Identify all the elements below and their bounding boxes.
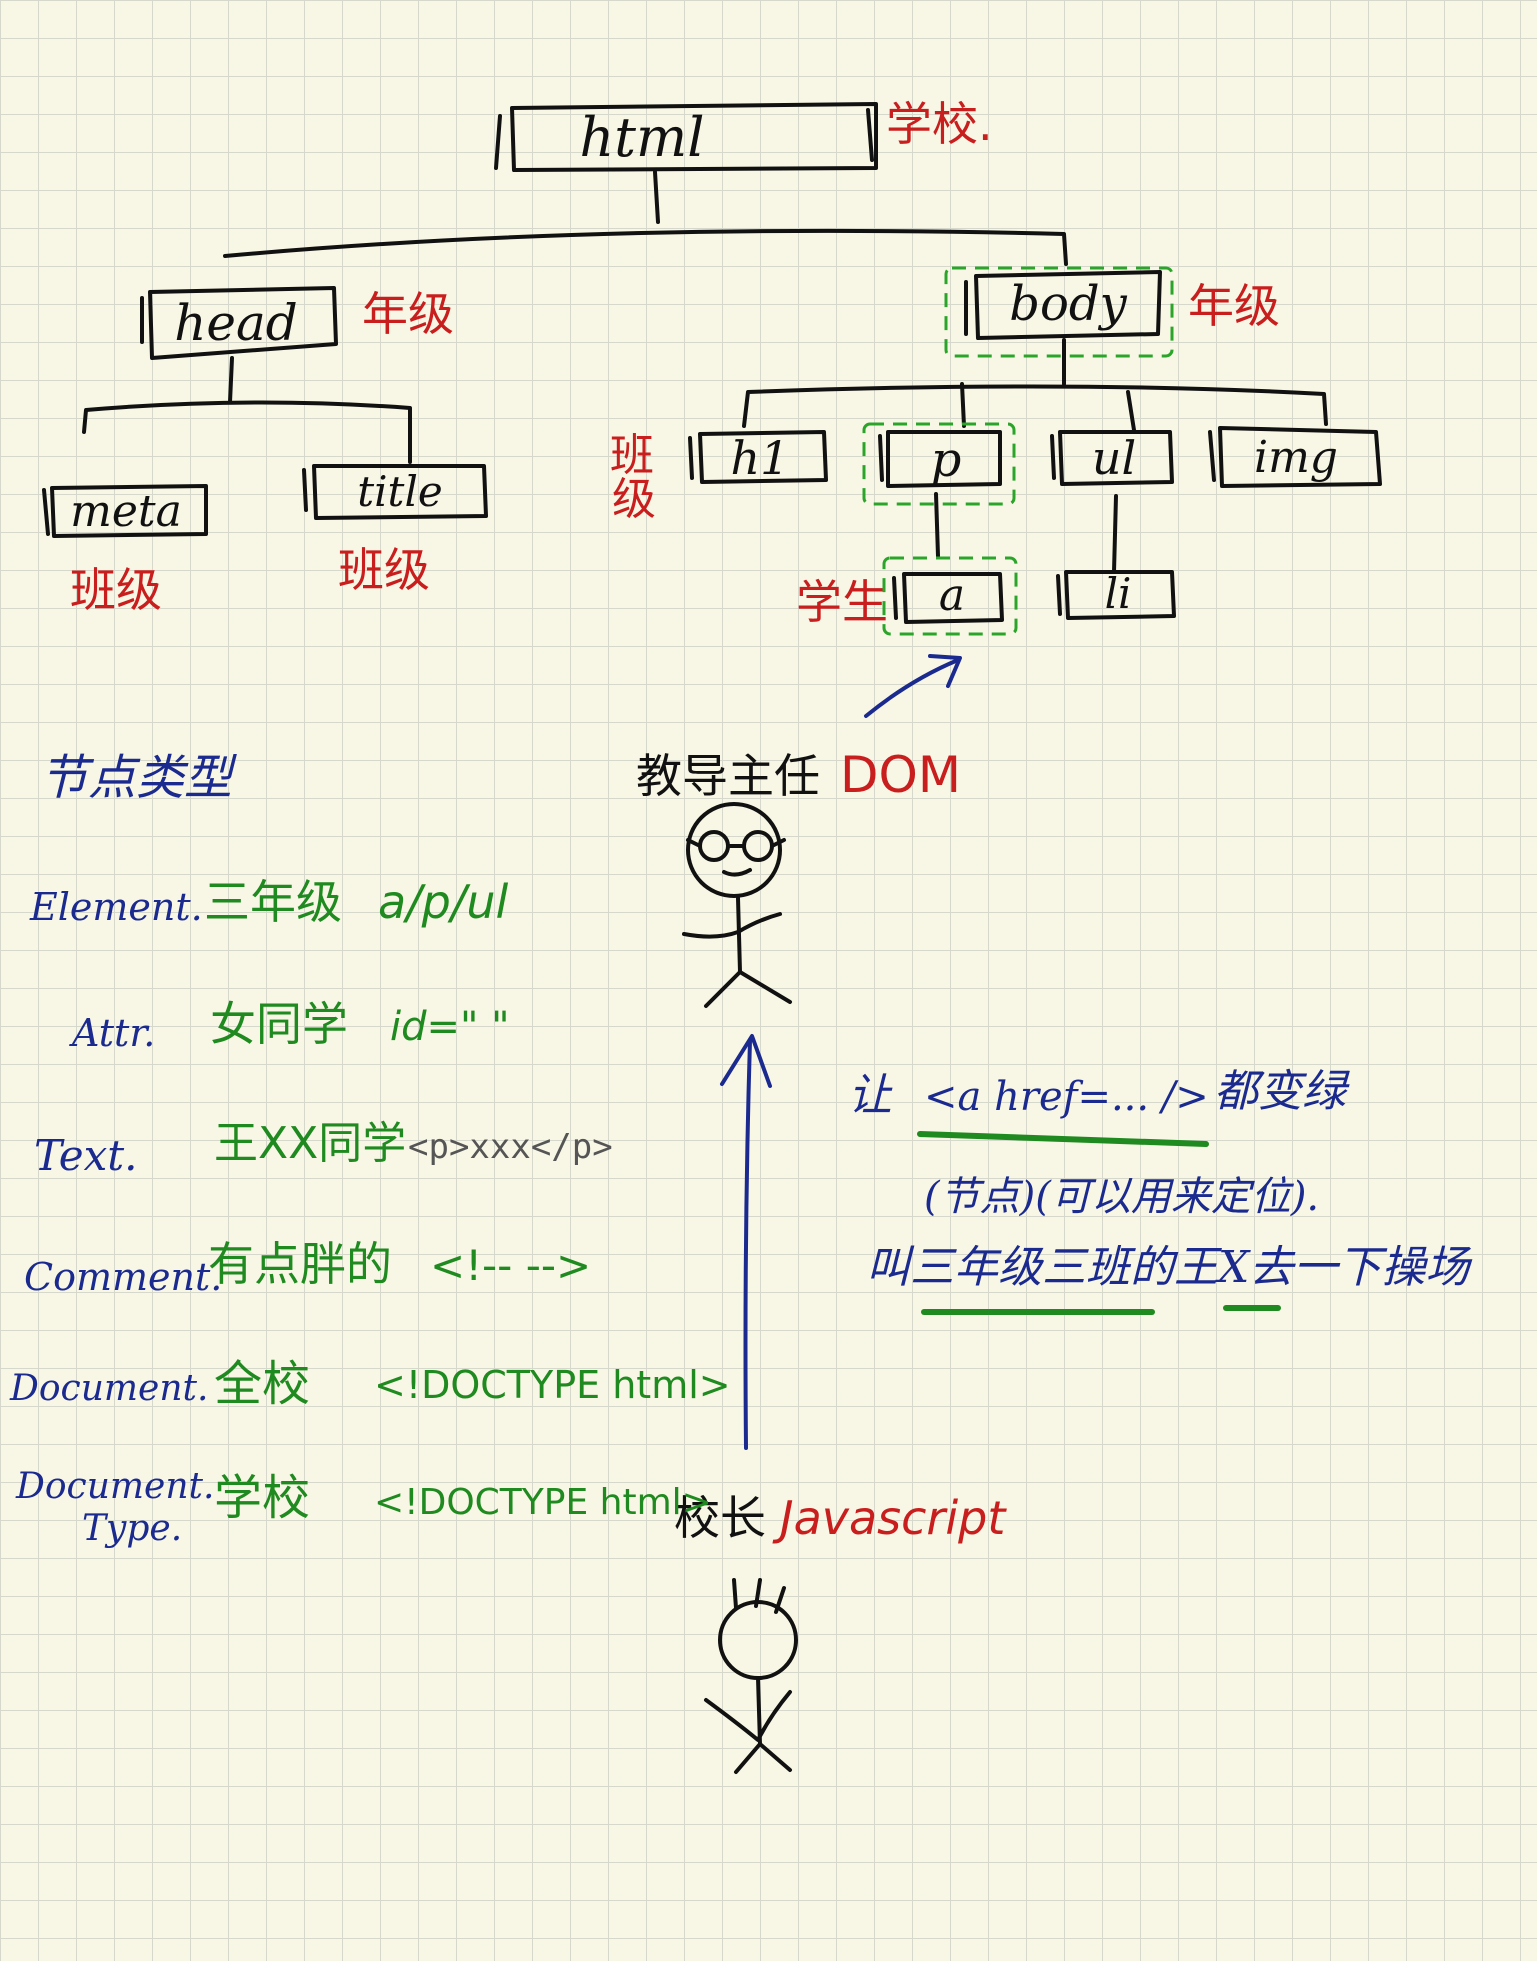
label-meta-class: 班级 [70, 563, 162, 617]
tree-connectors [82, 170, 1328, 574]
label-body-grade: 年级 [1188, 279, 1280, 333]
principal-label: 校长 [674, 1491, 766, 1545]
teacher-label: 教导主任 [636, 749, 820, 803]
instruction-block: 让 <a href=... /> 都变绿 (节点)(可以用来定位). 叫三年级三… [848, 1066, 1473, 1315]
node-p: p [862, 422, 1016, 506]
node-head-label: head [174, 294, 298, 352]
node-h1: h1 [688, 430, 828, 485]
node-type-documenttype-name-2: Type. [82, 1508, 182, 1549]
node-type-attr-example: id=" " [390, 1004, 510, 1050]
node-p-label: p [931, 432, 962, 488]
node-type-text-name: Text. [34, 1131, 138, 1180]
node-type-attr-desc: 女同学 [210, 997, 348, 1051]
node-meta-label: meta [70, 486, 182, 537]
node-type-comment-name: Comment. [24, 1255, 222, 1299]
node-h1-label: h1 [731, 431, 790, 485]
node-html: html [494, 102, 878, 172]
node-type-text: Text. 王XX同学 <p>xxx</p> [34, 1118, 613, 1180]
teacher-figure [682, 802, 792, 1008]
node-head: head [140, 286, 338, 360]
node-type-element-name: Element. [29, 885, 203, 929]
node-ul: ul [1050, 430, 1174, 486]
node-ul-label: ul [1092, 431, 1136, 485]
node-type-document-name: Document. [9, 1368, 208, 1409]
instruction-let: 让 [848, 1070, 893, 1121]
node-type-documenttype-example: <!DOCTYPE html> [374, 1482, 712, 1523]
node-html-label: html [580, 106, 705, 169]
node-type-comment-example: <!-- --> [430, 1241, 591, 1290]
node-meta: meta [42, 484, 208, 538]
node-type-document: Document. 全校 <!DOCTYPE html> [9, 1356, 731, 1412]
body-highlight [944, 266, 1174, 358]
node-type-document-desc: 全校 [214, 1356, 310, 1412]
node-type-element-example: a/p/ul [378, 875, 509, 929]
node-img: img [1208, 426, 1382, 488]
label-title-class: 班级 [338, 543, 430, 597]
node-body: body [944, 266, 1174, 358]
arrow-js-to-dom [720, 1034, 772, 1450]
node-type-documenttype-desc: 学校 [214, 1470, 310, 1526]
node-a-label: a [939, 570, 965, 621]
node-type-comment-desc: 有点胖的 [208, 1237, 392, 1291]
instruction-turn-green: 都变绿 [1214, 1066, 1350, 1117]
node-type-documenttype-name-1: Document. [15, 1466, 214, 1507]
label-children-class-2: 级 [612, 474, 656, 525]
node-li: li [1056, 569, 1176, 620]
node-title: title [302, 464, 488, 520]
p-highlight [862, 422, 1016, 506]
a-highlight [882, 556, 1018, 636]
node-type-attr: Attr. 女同学 id=" " [69, 997, 510, 1055]
label-head-grade: 年级 [362, 287, 454, 341]
node-type-comment: Comment. 有点胖的 <!-- --> [24, 1237, 591, 1299]
node-type-attr-name: Attr. [69, 1011, 155, 1055]
node-type-text-desc: 王XX同学 [214, 1118, 406, 1169]
instruction-node-note: (节点)(可以用来定位). [924, 1174, 1319, 1220]
node-type-document-example: <!DOCTYPE html> [374, 1363, 731, 1407]
node-type-element: Element. 三年级 a/p/ul [29, 875, 509, 929]
node-type-text-example: <p>xxx</p> [408, 1127, 613, 1167]
teacher-role-dom: DOM [840, 746, 961, 804]
node-types-title: 节点类型 [40, 750, 237, 806]
node-type-element-desc: 三年级 [204, 875, 342, 929]
label-children-class-1: 班 [610, 430, 654, 481]
instruction-call-wangx: 叫三年级三班的王X去一下操场 [866, 1242, 1473, 1293]
principal-role-js: Javascript [772, 1491, 1007, 1545]
node-body-label: body [1009, 276, 1127, 332]
node-img-label: img [1254, 432, 1338, 483]
node-type-documenttype: Document. Type. 学校 <!DOCTYPE html> [15, 1466, 712, 1549]
node-title-label: title [357, 467, 442, 516]
node-li-label: li [1105, 569, 1132, 618]
node-a: a [882, 556, 1018, 636]
instruction-code: <a href=... /> [924, 1074, 1209, 1120]
principal-figure [704, 1578, 798, 1774]
label-html-school: 学校. [886, 97, 993, 151]
instruction-code-underline [917, 1131, 1209, 1147]
arrow-dom-to-a [864, 654, 962, 718]
label-a-student: 学生 [796, 575, 888, 629]
